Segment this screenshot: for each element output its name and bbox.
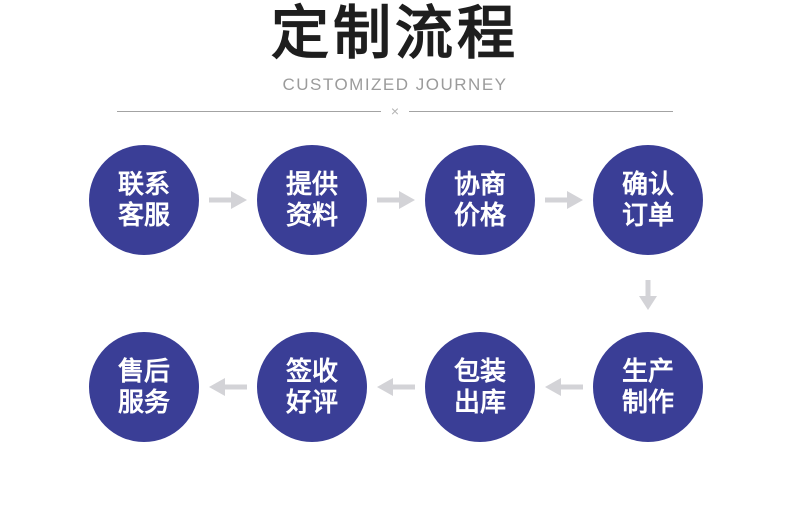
step-label-line: 资料 [285,200,338,230]
step-label-line: 提供 [285,169,338,199]
page-title: 定制流程 [270,1,519,66]
step-label-line: 联系 [117,169,170,199]
page-subtitle: CUSTOMIZED JOURNEY [282,75,508,94]
step-label-line: 好评 [285,387,338,417]
step-label-line: 价格 [453,200,506,230]
step-after-sales-service: 售后 服务 [89,332,199,442]
title-divider: × [117,103,673,119]
step-pack-and-ship: 包装 出库 [425,332,535,442]
step-label-line: 服务 [117,387,170,417]
step-label-line: 制作 [621,387,674,417]
arrow-right-icon [377,191,415,209]
step-label-line: 订单 [621,200,674,230]
step-negotiate-price: 协商 价格 [425,145,535,255]
step-production: 生产 制作 [593,332,703,442]
step-label-line: 生产 [621,356,674,386]
step-contact-service: 联系 客服 [89,145,199,255]
divider-line-right [409,110,673,112]
arrow-down-icon [639,280,657,310]
divider-x-icon: × [390,103,400,119]
divider-line-left [117,110,381,112]
step-confirm-order: 确认 订单 [593,145,703,255]
step-label-line: 签收 [285,356,338,386]
arrow-right-icon [209,191,247,209]
step-sign-and-review: 签收 好评 [257,332,367,442]
step-label-line: 确认 [621,169,674,199]
step-provide-materials: 提供 资料 [257,145,367,255]
arrow-left-icon [209,378,247,396]
step-label-line: 出库 [453,387,506,417]
arrow-right-icon [545,191,583,209]
step-label-line: 协商 [453,169,506,199]
step-label-line: 包装 [453,356,506,386]
step-label-line: 售后 [117,356,170,386]
step-label-line: 客服 [117,200,170,230]
arrow-left-icon [545,378,583,396]
arrow-left-icon [377,378,415,396]
